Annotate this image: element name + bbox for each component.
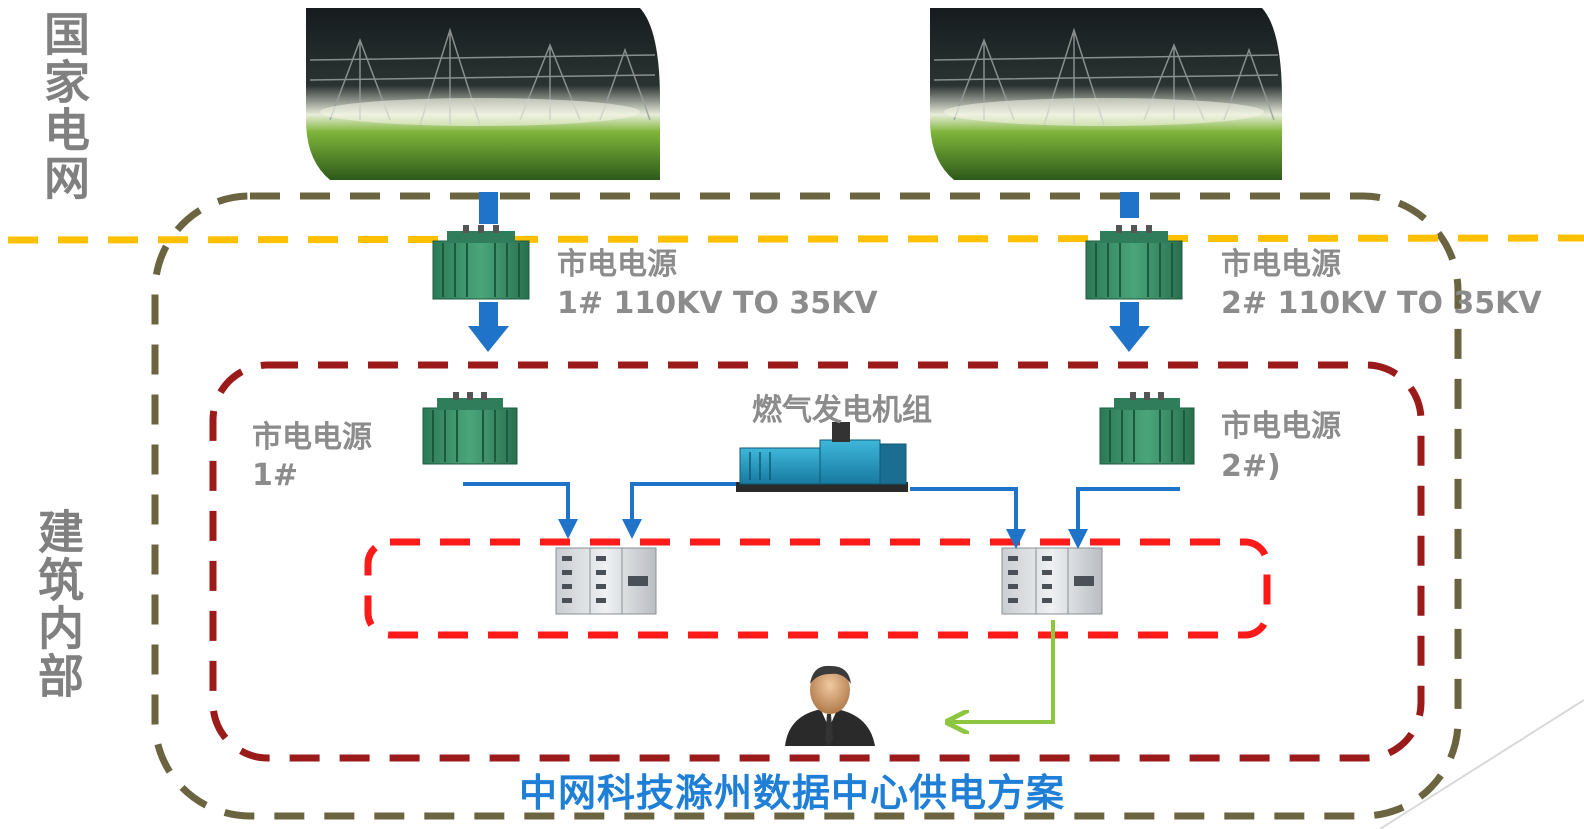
transformer-icon [422,392,518,465]
substation-photo-left [306,8,660,180]
generator-icon [736,422,908,492]
switchgear-cabinet-icon [1001,547,1103,615]
transformer-icon [432,225,530,300]
feed-arrow-right [1109,192,1150,352]
power-connections [463,482,1180,549]
inner-right-source-name: 市电电源 [1221,409,1341,444]
inner-left-source-name: 市电电源 [252,420,372,455]
grid-boundary-line [7,234,1584,244]
transformer-icon [1085,225,1183,300]
section-label-grid: 国家电网 [37,10,91,202]
inner-switchgear-boundary [364,538,1271,639]
page-corner-decoration [1379,699,1584,829]
inner-left-source-num: 1# [252,458,299,493]
section-label-building: 建筑内部 [31,508,85,700]
upper-left-source-name: 市电电源 [557,247,677,282]
upper-right-source-spec: 2# 110KV TO 35KV [1221,286,1542,321]
monitoring-arrow [950,620,1055,722]
switchgear-cabinet-icon [555,547,657,615]
middle-boundary [209,361,1425,762]
operator-icon [785,665,875,746]
inner-right-source-num: 2#) [1221,449,1281,484]
outer-building-boundary [151,192,1462,820]
diagram-title: 中网科技滁州数据中心供电方案 [518,771,1065,815]
substation-photo-right [930,8,1282,180]
feed-arrow-left [468,192,509,352]
transformer-icon [1099,392,1195,465]
upper-left-source-spec: 1# 110KV TO 35KV [557,286,878,321]
upper-right-source-name: 市电电源 [1221,247,1341,282]
generator-label: 燃气发电机组 [752,393,932,428]
